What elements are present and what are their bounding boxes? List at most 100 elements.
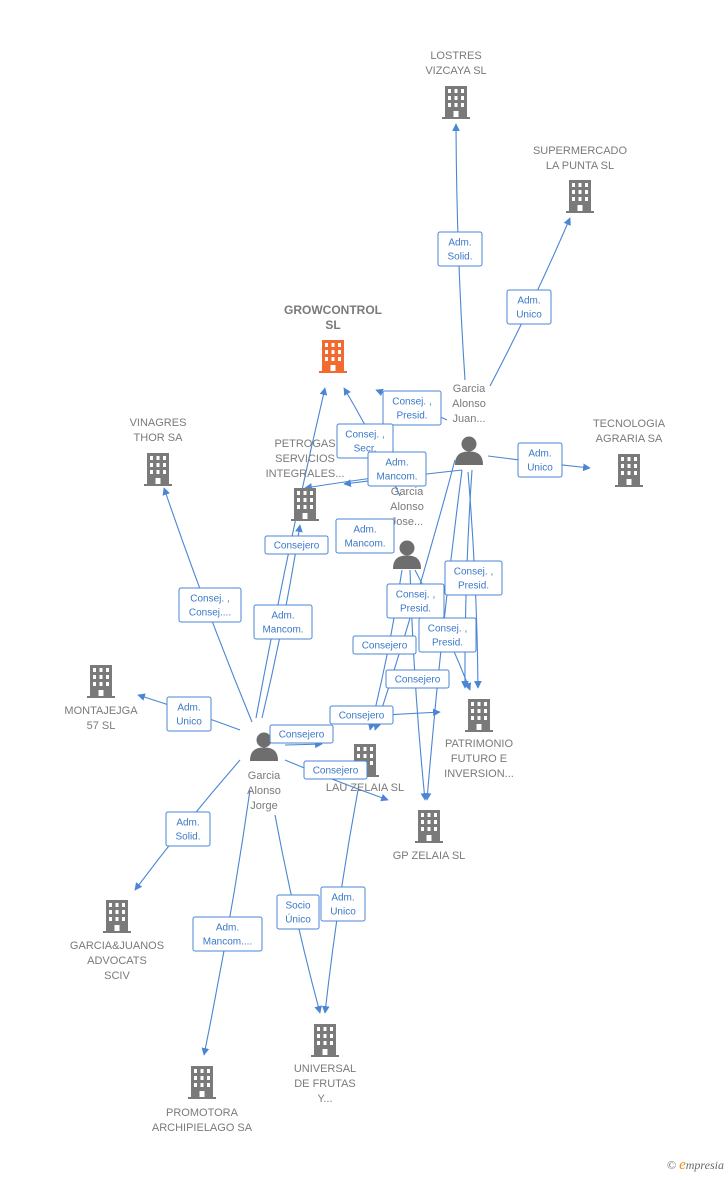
role-box-frame: [418, 617, 477, 653]
role-text: Adm.: [517, 296, 540, 307]
node-label-line: PROMOTORA: [166, 1107, 239, 1119]
building-icon: [144, 453, 172, 486]
role-label[interactable]: Adm.Mancom.: [253, 604, 313, 640]
role-label[interactable]: Adm.Unico: [320, 886, 366, 922]
role-label[interactable]: Consejero: [269, 724, 334, 744]
role-label[interactable]: Consej. ,Presid.: [386, 583, 445, 619]
role-text: Mancom....: [203, 937, 252, 948]
role-label[interactable]: Consej. ,Presid.: [418, 617, 477, 653]
company-node[interactable]: GARCIA&JUANOS ADVOCATS SCIV: [70, 900, 164, 982]
building-icon: [103, 900, 131, 933]
role-label[interactable]: Consej. ,Presid.: [382, 390, 442, 426]
node-label-line: Jorge: [250, 800, 278, 812]
role-box-frame: [506, 289, 552, 325]
role-label[interactable]: Adm.Solid.: [165, 811, 211, 847]
role-label[interactable]: Consejero: [264, 535, 329, 555]
node-label-line: Alonso: [390, 501, 424, 513]
role-label[interactable]: Consej. ,Presid.: [444, 560, 503, 596]
edge-line: [284, 759, 389, 802]
role-box-frame: [367, 451, 427, 487]
role-text: Adm.: [385, 458, 408, 469]
role-label[interactable]: Consejero: [352, 635, 417, 655]
role-text: Mancom.: [344, 539, 385, 550]
role-label[interactable]: Adm. Mancom.: [367, 451, 427, 487]
node-label-line: GP ZELAIA SL: [393, 850, 466, 862]
brand-first-letter: e: [679, 1157, 686, 1173]
role-label[interactable]: Consejero: [329, 705, 394, 725]
role-box-frame: [385, 669, 450, 689]
role-text: Mancom.: [376, 472, 417, 483]
role-box-frame: [320, 886, 366, 922]
role-label[interactable]: Adm.Unico: [166, 696, 212, 732]
node-label-line: GARCIA&JUANOS: [70, 940, 164, 952]
node-label-line: Jose...: [391, 516, 423, 528]
company-node[interactable]: PETROGASSERVICIOSINTEGRALES...: [266, 438, 345, 521]
role-text: Consej. ,: [345, 430, 384, 441]
role-box-frame: [517, 442, 563, 478]
role-text: Consejero: [279, 730, 325, 741]
role-text: Adm.: [176, 818, 199, 829]
role-label[interactable]: Consejero: [303, 760, 368, 780]
node-label-line: SCIV: [104, 970, 130, 982]
role-label[interactable]: Consej. , Secr.: [336, 423, 394, 459]
role-label[interactable]: Consejero: [385, 669, 450, 689]
node-label-line: Garcia: [248, 770, 281, 782]
role-label[interactable]: Adm.Unico: [506, 289, 552, 325]
person-icon: [455, 436, 483, 465]
role-text: Consej. ,: [190, 594, 229, 605]
role-text: Consej. ,: [428, 624, 467, 635]
building-icon: [319, 340, 347, 373]
building-icon: [188, 1066, 216, 1099]
person-node[interactable]: GarciaAlonsoJuan...: [452, 383, 486, 465]
role-label[interactable]: Adm. Solid.: [437, 231, 483, 267]
building-icon: [465, 699, 493, 732]
role-label[interactable]: Consej. ,Consej....: [178, 587, 242, 623]
building-icon: [415, 810, 443, 843]
node-label-line: Y...: [317, 1093, 332, 1105]
empresia-brand[interactable]: © empresia: [667, 1157, 724, 1174]
node-label-line: ADVOCATS: [87, 955, 147, 967]
role-text: Solid.: [447, 252, 472, 263]
role-text: Unico: [527, 463, 553, 474]
node-label-line: DE FRUTAS: [294, 1078, 356, 1090]
role-text: Adm.: [448, 238, 471, 249]
role-label[interactable]: Adm.Mancom....: [192, 916, 263, 952]
person-node[interactable]: GarciaAlonsoJose...: [390, 486, 424, 569]
role-text: Presid.: [400, 604, 431, 615]
company-node[interactable]: GP ZELAIA SL: [393, 810, 466, 862]
role-box-frame: [382, 390, 442, 426]
role-text: Consejero: [395, 675, 441, 686]
copyright-symbol: ©: [666, 1158, 677, 1172]
node-label-line: UNIVERSAL: [294, 1063, 356, 1075]
role-text: Unico: [176, 717, 202, 728]
node-label-line: THOR SA: [134, 432, 184, 444]
node-label-line: Garcia: [453, 383, 486, 395]
role-box-frame: [178, 587, 242, 623]
company-node[interactable]: LAU ZELAIA SL: [326, 744, 404, 794]
role-text: Secr.: [354, 444, 377, 455]
role-label[interactable]: Adm.Unico: [517, 442, 563, 478]
role-box-frame: [386, 583, 445, 619]
node-label-line: LOSTRES: [430, 50, 481, 62]
node-label-line: PATRIMONIO: [445, 738, 513, 750]
node-label-line: TECNOLOGIA: [593, 418, 666, 430]
building-icon: [442, 86, 470, 119]
node-label-line: INTEGRALES...: [266, 468, 345, 480]
role-label[interactable]: Adm.Mancom.: [335, 518, 395, 554]
node-label-line: Juan...: [452, 413, 485, 425]
company-node[interactable]: UNIVERSAL DE FRUTAS Y...: [294, 1024, 356, 1105]
node-label-line: SERVICIOS: [275, 453, 335, 465]
